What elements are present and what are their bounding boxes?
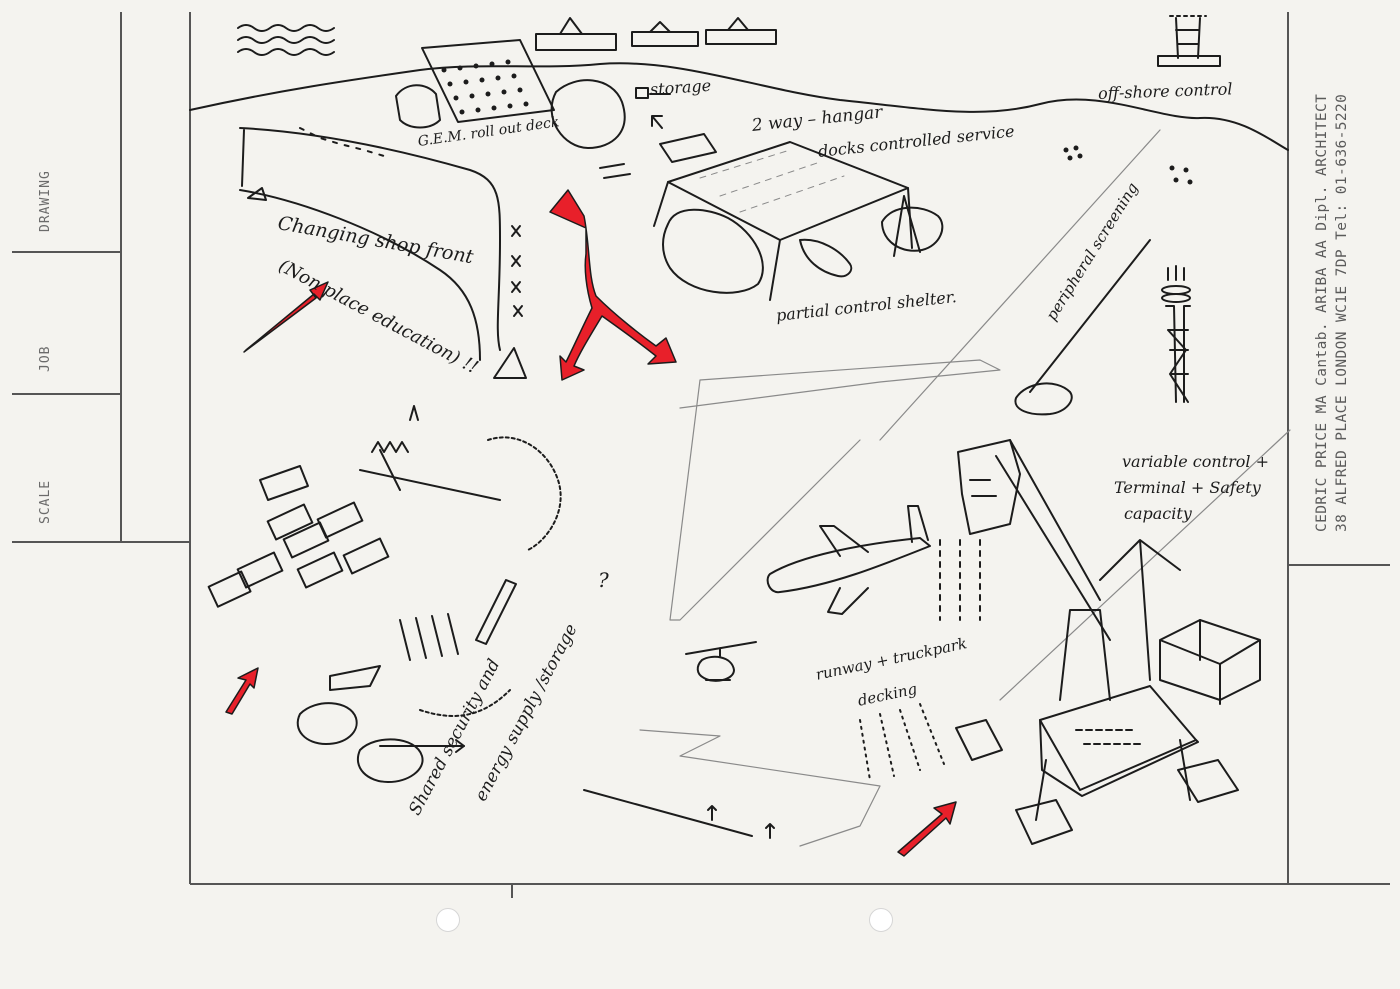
gem-deck	[422, 40, 554, 122]
ship-icon	[536, 18, 616, 50]
storage-mound	[552, 80, 625, 148]
storage-tank	[396, 85, 440, 127]
crane-arm	[600, 164, 630, 178]
loading-bay	[260, 466, 308, 500]
shelter-pod	[663, 210, 763, 293]
hangar-frame	[654, 182, 912, 300]
truck-convoy	[209, 502, 389, 606]
red-arrow	[898, 802, 956, 856]
arrow-icon	[766, 824, 774, 838]
aircraft-small	[800, 240, 851, 277]
runway-edge	[584, 790, 752, 836]
tank-pod	[298, 703, 357, 744]
container-block	[476, 580, 516, 644]
gantry-teeth	[372, 442, 408, 452]
hangar-roof	[668, 142, 908, 240]
red-arrow	[226, 668, 258, 714]
radar-tower-icon	[1162, 266, 1190, 402]
apron-outline	[640, 730, 880, 846]
note-terminal-safety: Terminal + Safety	[1114, 478, 1261, 497]
arrow-icon	[708, 806, 716, 820]
landing-pad	[956, 720, 1002, 760]
offshore-rig-icon	[1158, 16, 1220, 66]
screening-pod	[1015, 383, 1071, 414]
dock-platform	[1036, 540, 1198, 820]
container-stack	[1160, 620, 1260, 704]
ship-icon	[706, 18, 776, 44]
coastline	[190, 63, 1288, 150]
loading-gantry	[360, 450, 500, 500]
ship-icon	[632, 22, 698, 46]
gate-shelter	[330, 666, 380, 690]
triangle-marker	[494, 348, 526, 378]
container-block	[660, 134, 716, 162]
landing-pad	[1016, 800, 1072, 844]
note-capacity: capacity	[1124, 504, 1192, 523]
fence-curve	[488, 437, 561, 550]
parking-lanes	[400, 614, 458, 660]
storage-box	[636, 88, 648, 98]
note-question-mark: ?	[598, 568, 609, 592]
helicopter-icon	[686, 642, 756, 681]
note-variable-control: variable control +	[1122, 452, 1269, 471]
truck-park-lanes	[860, 704, 944, 780]
gantry-mast	[410, 406, 418, 420]
land-edge	[240, 190, 480, 360]
arrow-icon	[652, 116, 662, 128]
sea-waves	[238, 37, 334, 43]
x-marks	[512, 226, 522, 316]
land-edge	[242, 130, 244, 186]
sea-waves	[238, 49, 334, 55]
airplane-icon	[768, 506, 930, 614]
dotted-edge	[300, 128, 384, 156]
sea-waves	[238, 25, 334, 31]
